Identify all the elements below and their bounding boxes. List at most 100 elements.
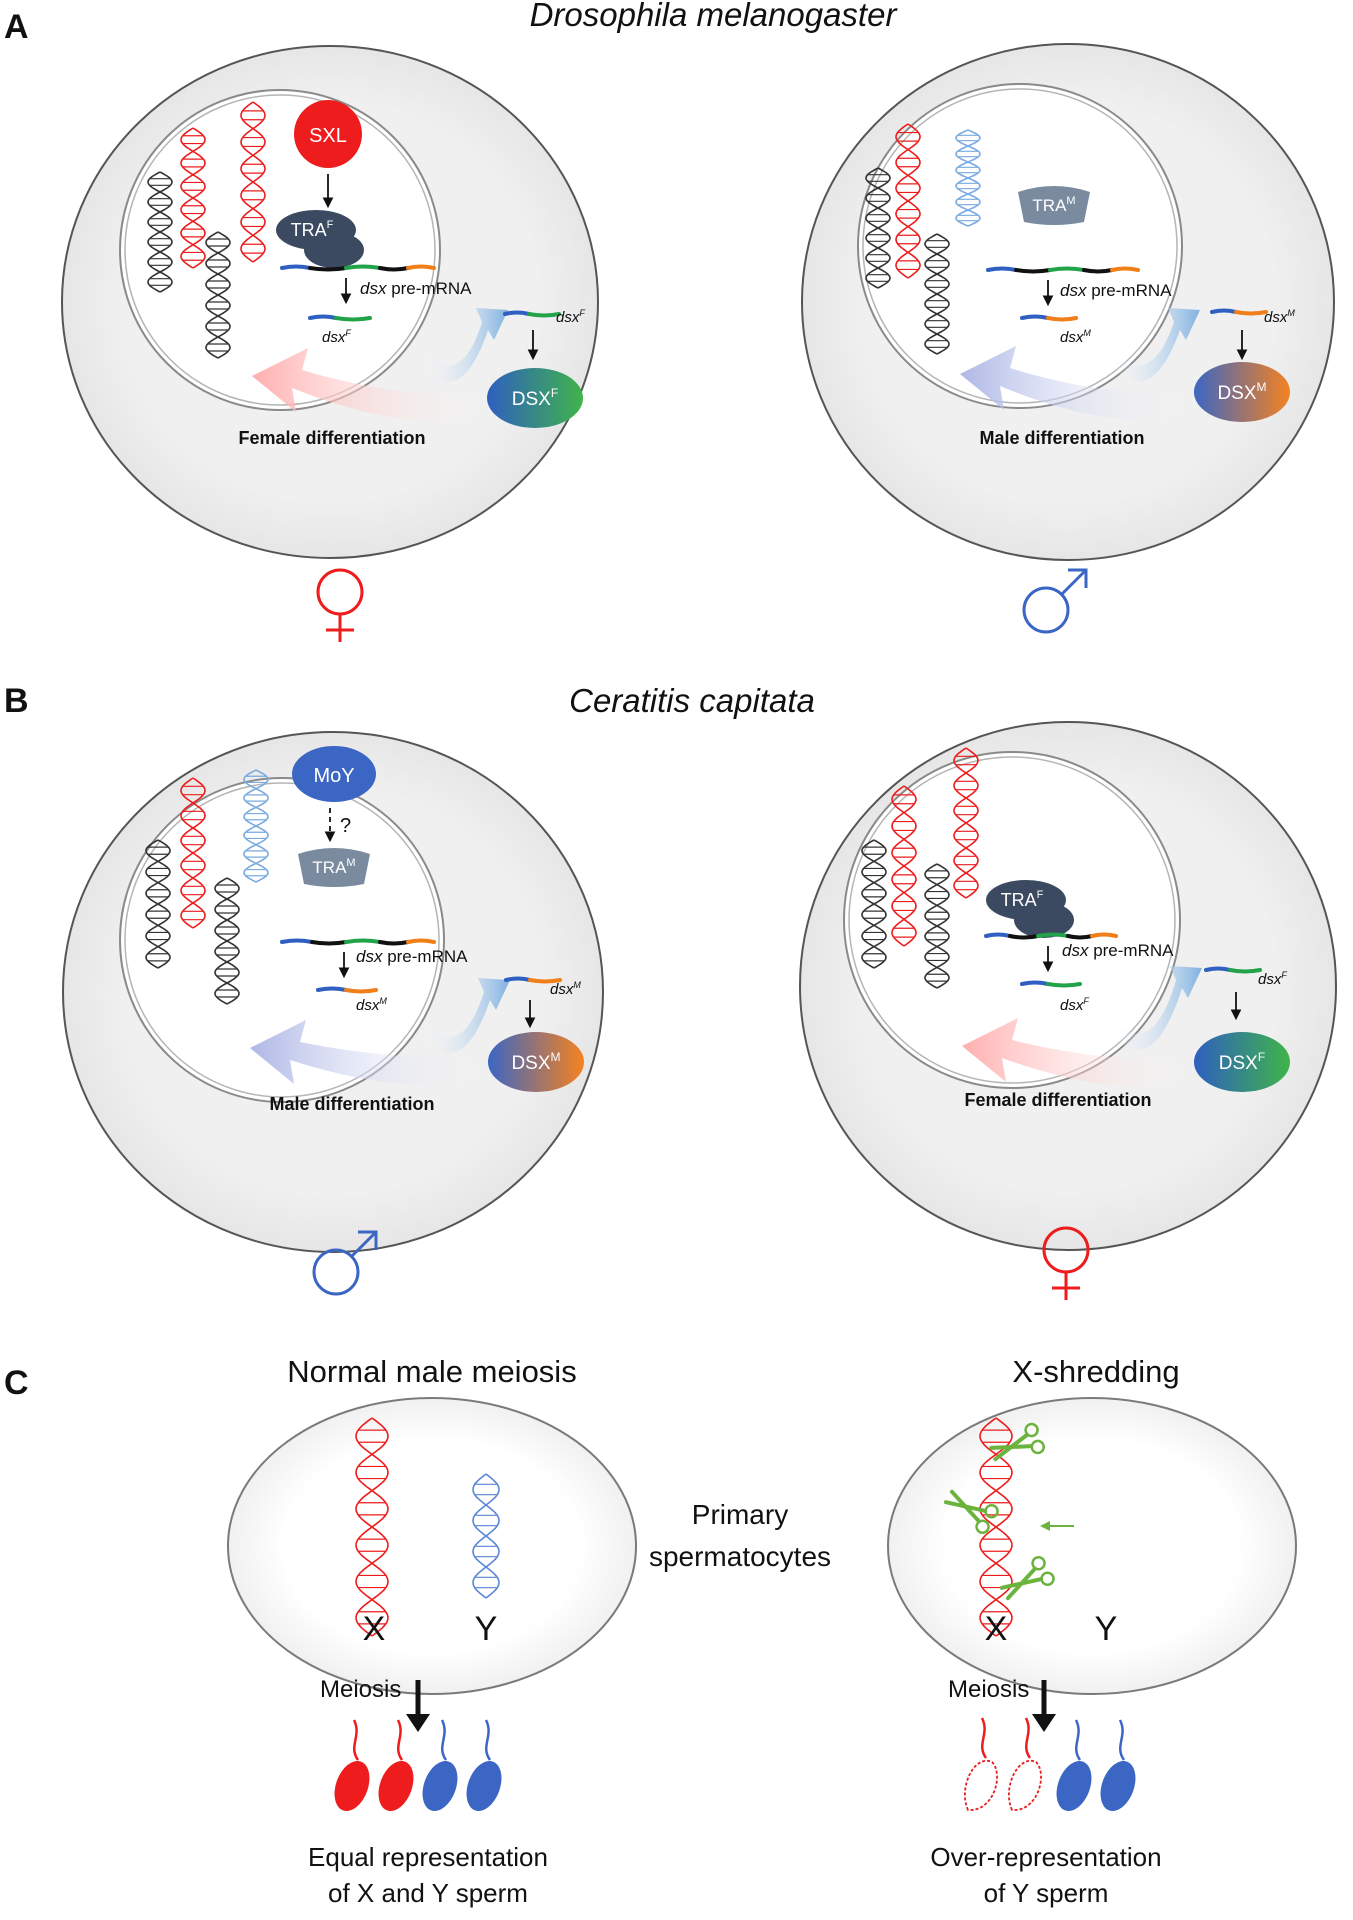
dsx-pre-mrna-exon (1110, 266, 1140, 272)
chromosome-black-1 (147, 171, 173, 293)
normal-x-sperm-2-head (378, 1760, 414, 1812)
dsx-pre-mrna-exon (406, 938, 436, 944)
dsx-f-label: dsxF (1060, 996, 1089, 1014)
female-differentiation-arrow (252, 348, 492, 422)
shredding-x-label: X (985, 1610, 1008, 1648)
normal-x-sperm-2-tail (396, 1719, 404, 1761)
shredding-y-sperm-1-tail (1074, 1719, 1082, 1761)
chromosome-y-strand-2 (243, 769, 269, 883)
tra-f-complex-lobe-bottom (304, 232, 364, 268)
male-symbol-ring (1022, 586, 1070, 634)
scissors-1-handle-1 (1030, 1439, 1046, 1455)
tra-m-label-sup: M (346, 857, 355, 869)
chromosome-black-1 (865, 167, 891, 289)
dsx-pre-mrna-exon (1066, 934, 1094, 940)
panel-c-letter: C (4, 1364, 29, 1402)
dsx-m-mrna-exon (1046, 316, 1078, 322)
dsx-pre-mrna (280, 938, 436, 946)
dsx-f-cyto-mrna-exon (527, 312, 561, 318)
pre-mrna-label-rest: pre-mRNA (382, 947, 468, 966)
shredding-y-sperm-2-head (1100, 1760, 1136, 1812)
female-differentiation-label: Female differentiation (238, 428, 425, 448)
tra-f-complex-label-sup: F (327, 219, 334, 231)
tra-m-shape (298, 848, 370, 887)
shredding-result-line2: of Y sperm (984, 1878, 1109, 1908)
shredding-y-sperm-1 (1056, 1719, 1092, 1812)
nucleus-inner-membrane (124, 782, 440, 1098)
dsx-f-cyto-mrna (1204, 966, 1262, 974)
dsx-pre-mrna-exon (280, 264, 312, 270)
chromosome-x-1 (180, 777, 206, 929)
dsx-m-label: dsxM (356, 996, 387, 1014)
dsx-f-mrna-exon (308, 314, 338, 320)
pre-mrna-label: dsx pre-mRNA (356, 947, 468, 966)
tra-f-complex-label: TRAF (1001, 889, 1044, 910)
chromosome-x-1 (895, 123, 921, 279)
male-symbol (1022, 568, 1088, 634)
normal-x-chromosome-strand-2 (355, 1417, 389, 1637)
male-differentiation-arrow (960, 346, 1192, 420)
dsx-m-cyto-mrna (504, 976, 562, 984)
dsx-m-mrna (316, 986, 378, 994)
dsx-m-protein-label-sup: M (1257, 380, 1267, 394)
dsx-f-protein-shape (487, 368, 583, 428)
tra-m-shape (1018, 186, 1090, 225)
chromosome-x-2-strand-2 (240, 101, 266, 263)
normal-meiosis-arrow-head (406, 1714, 430, 1732)
dsx-f-mrna (1020, 980, 1082, 988)
shredding-meiosis-label: Meiosis (948, 1676, 1029, 1703)
tra-m-label: TRAM (1032, 195, 1075, 215)
dsx-m-mrna (1020, 314, 1078, 322)
chromosome-y-strand-2 (955, 129, 981, 227)
dsx-f-protein-shape (1194, 1032, 1290, 1092)
dsx-pre-mrna-exon (1048, 266, 1086, 272)
dsx-f-cyto-mrna-exon (1204, 966, 1232, 972)
moy-label: MoY (313, 765, 354, 787)
dsx-f-label: dsxF (322, 328, 351, 346)
male-symbol-head (358, 1230, 378, 1250)
scissors-3-handle-2 (1031, 1555, 1046, 1571)
tra-f-complex-lobe-bottom (1014, 902, 1074, 938)
dsx-f-cyto-label-sup: F (579, 308, 585, 318)
dsx-pre-mrna (986, 266, 1140, 274)
shredded-x-sperm-2-head (1008, 1759, 1042, 1811)
chromosome-black-1 (145, 839, 171, 969)
dsx-f-cyto-mrna-exon (1228, 968, 1262, 974)
normal-y-sperm-2-tail (484, 1719, 492, 1761)
tra-f-complex-label-base: TRA (1001, 890, 1037, 910)
normal-y-sperm-2-head (466, 1760, 502, 1812)
dsx-pre-mrna-exon (280, 938, 314, 944)
shredded-x-sperm-1-head (964, 1759, 998, 1811)
chromosome-y (243, 769, 269, 883)
panel-b-species: Ceratitis capitata (569, 682, 815, 719)
dsx-f-protein-label: DSXF (1219, 1050, 1265, 1074)
tra-m-label-base: TRA (1032, 196, 1067, 215)
pre-mrna-label-rest: pre-mRNA (1088, 941, 1174, 960)
shredded-x-sperm-1 (964, 1717, 998, 1811)
male-differentiation-arrow (250, 1020, 488, 1085)
normal-y-sperm-1 (422, 1719, 458, 1812)
nucleus (843, 751, 1181, 1089)
normal-meiosis-label: Meiosis (320, 1676, 401, 1703)
tra-f-complex-label: TRAF (291, 219, 334, 240)
normal-result-line2: of X and Y sperm (328, 1878, 528, 1908)
dsx-pre-mrna-exon (310, 940, 348, 946)
shredding-y-label: Y (1095, 1610, 1118, 1648)
chromosome-y (955, 129, 981, 227)
female-differentiation-arrow (962, 1018, 1194, 1087)
dsx-m-label-sup: M (379, 996, 387, 1006)
dsx-m-label: dsxM (1060, 328, 1091, 346)
dsx-f-cyto-mrna-exon (503, 310, 531, 316)
chromosome-black-1 (861, 839, 887, 969)
center-label-line2: spermatocytes (649, 1541, 831, 1572)
dsx-m-protein-label-sup: M (551, 1050, 561, 1064)
chromosome-x-2 (953, 747, 979, 899)
chromosome-black-2 (205, 231, 231, 359)
dsx-f-mrna (308, 314, 372, 322)
chromosome-x-2-strand-2 (953, 747, 979, 899)
shredded-x-sperm-2-tail (1024, 1717, 1032, 1759)
male-symbol-shaft (1060, 568, 1088, 596)
normal-x-sperm-1-tail (352, 1719, 360, 1761)
